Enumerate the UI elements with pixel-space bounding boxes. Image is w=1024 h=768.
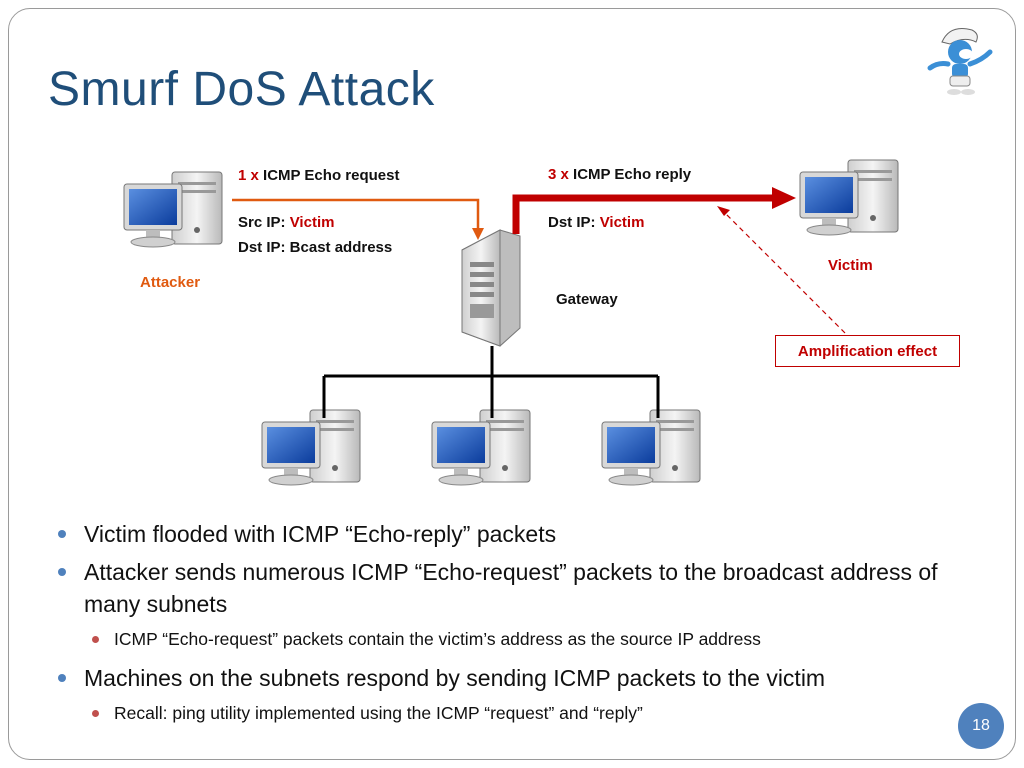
gateway-server-icon xyxy=(461,229,521,347)
bullet-item: Attacker sends numerous ICMP “Echo-reque… xyxy=(56,556,956,620)
attacker-label: Attacker xyxy=(140,274,201,291)
smurf-mascot-icon xyxy=(927,28,993,95)
amplification-arrow xyxy=(723,211,846,334)
network-diagram xyxy=(123,159,899,486)
request-dst-ip: Dst IP: Bcast address xyxy=(238,239,393,256)
victim-label: Victim xyxy=(828,257,873,274)
request-arrow xyxy=(232,198,480,232)
bullet-item: Machines on the subnets respond by sendi… xyxy=(56,662,956,694)
request-src-ip: Src IP: Victim xyxy=(238,214,335,231)
reply-arrow xyxy=(512,194,775,234)
victim-computer-icon xyxy=(799,159,899,236)
attacker-computer-icon xyxy=(123,171,223,248)
bullet-list: Victim flooded with ICMP “Echo-reply” pa… xyxy=(56,518,956,736)
subnet-bus xyxy=(322,346,660,418)
bullet-item: Victim flooded with ICMP “Echo-reply” pa… xyxy=(56,518,956,550)
amplification-box: Amplification effect xyxy=(775,335,960,367)
gateway-label: Gateway xyxy=(556,291,618,308)
slide-title: Smurf DoS Attack xyxy=(48,63,435,116)
subnet-computer-icon xyxy=(601,409,701,486)
sub-bullet-item: Recall: ping utility implemented using t… xyxy=(90,700,956,726)
page-number-badge: 18 xyxy=(958,703,1004,749)
subnet-computer-icon xyxy=(431,409,531,486)
slide-frame xyxy=(8,8,1016,760)
reply-label: 3 x ICMP Echo reply xyxy=(548,166,692,183)
request-label: 1 x ICMP Echo request xyxy=(238,167,400,184)
reply-dst-ip: Dst IP: Victim xyxy=(548,214,645,231)
subnet-computer-icon xyxy=(261,409,361,486)
sub-bullet-item: ICMP “Echo-request” packets contain the … xyxy=(90,626,956,652)
